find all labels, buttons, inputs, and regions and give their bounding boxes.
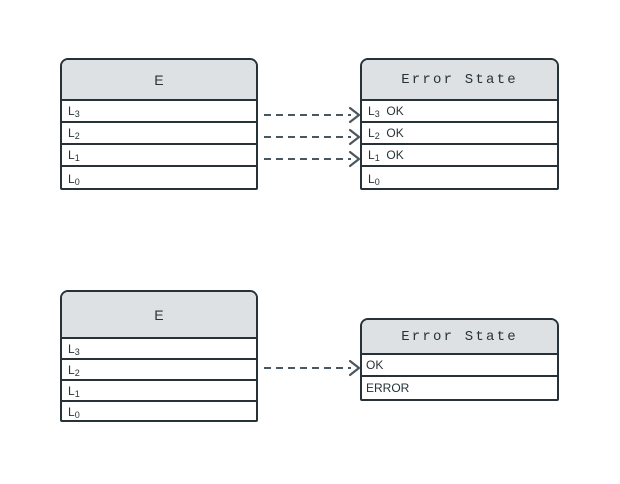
row-suffix: OK bbox=[379, 148, 404, 162]
arrow-top-l2 bbox=[264, 128, 361, 146]
row-label: L bbox=[368, 148, 375, 162]
row-label: ERROR bbox=[366, 381, 410, 395]
arrow-head bbox=[348, 106, 361, 124]
bottom-target-class-box[interactable]: Error State OK ERROR bbox=[360, 318, 559, 401]
arrow-top-l1 bbox=[264, 150, 361, 168]
row-label: L bbox=[68, 171, 75, 186]
top-target-class-title: Error State bbox=[362, 60, 557, 101]
arrow-bottom-l2 bbox=[264, 359, 361, 377]
bottom-target-row-error[interactable]: ERROR bbox=[362, 377, 557, 399]
row-label: L bbox=[368, 104, 375, 118]
arrow-top-l3 bbox=[264, 106, 361, 124]
row-label: L bbox=[68, 148, 75, 162]
arrow-head bbox=[348, 150, 361, 168]
row-label: L bbox=[68, 362, 75, 377]
row-label: L bbox=[68, 104, 75, 118]
bottom-source-class-title: E bbox=[62, 292, 256, 339]
row-suffix: OK bbox=[379, 104, 404, 118]
row-label: L bbox=[68, 341, 75, 356]
row-label: L bbox=[68, 126, 75, 140]
bottom-target-row-list: OK ERROR bbox=[362, 355, 557, 399]
row-suffix: OK bbox=[379, 126, 404, 140]
top-source-class-title: E bbox=[62, 60, 256, 101]
arrow-head bbox=[348, 359, 361, 377]
arrow-head bbox=[348, 128, 361, 146]
row-label: L bbox=[68, 383, 75, 398]
row-label: L bbox=[68, 405, 75, 419]
bottom-target-class-title: Error State bbox=[362, 320, 557, 355]
row-label: OK bbox=[366, 358, 384, 372]
bottom-target-row-ok[interactable]: OK bbox=[362, 355, 557, 377]
row-label: L bbox=[368, 126, 375, 140]
row-label: L bbox=[368, 171, 375, 186]
